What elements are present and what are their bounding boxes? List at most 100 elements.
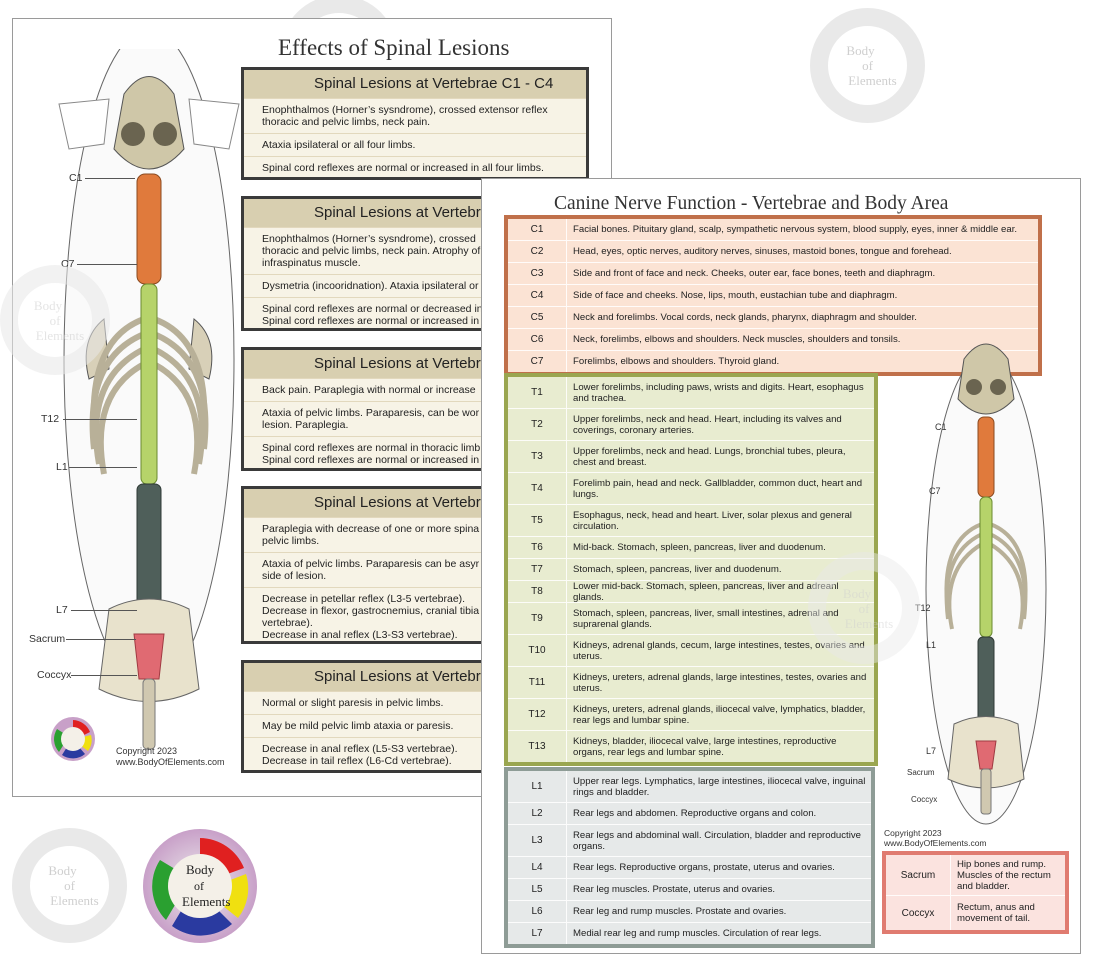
- table-row: T2 Upper forelimbs, neck and head. Heart,…: [508, 408, 874, 440]
- copyright-url: www.BodyOfElements.com: [116, 757, 225, 767]
- vertebra-description: Esophagus, neck, head and heart. Liver, …: [566, 505, 874, 536]
- table-row: T6 Mid-back. Stomach, spleen, pancreas, l…: [508, 536, 874, 558]
- section-row: Spinal cord reflexes are normal in thora…: [244, 436, 586, 471]
- section-row: Decrease in petellar reflex (L3-5 verteb…: [244, 587, 586, 646]
- vertebra-code: T9: [531, 613, 543, 624]
- vertebra-label: Coccyx: [37, 669, 72, 681]
- vertebra-description: Medial rear leg and rump muscles. Circul…: [566, 923, 871, 944]
- vertebra-description: Rectum, anus and movement of tail.: [950, 896, 1065, 930]
- vertebra-code: C6: [530, 334, 544, 345]
- watermark-text: of: [862, 58, 873, 73]
- canine-nerve-function-poster: Canine Nerve Function - Vertebrae and Bo…: [481, 178, 1081, 954]
- section-row: Spinal cord reflexes are normal or incre…: [244, 156, 586, 179]
- copyright: Copyright 2023 www.BodyOfElements.com: [884, 828, 987, 848]
- vertebra-code: T3: [531, 451, 543, 462]
- vertebra-description: Head, eyes, optic nerves, auditory nerve…: [566, 241, 1038, 262]
- vertebra-label: T12: [915, 603, 931, 613]
- vertebra-code: T10: [528, 645, 546, 656]
- vertebra-code: C1: [530, 224, 544, 235]
- leader-line: [63, 419, 137, 420]
- leader-line: [77, 264, 137, 265]
- vertebra-description: Mid-back. Stomach, spleen, pancreas, liv…: [566, 537, 874, 558]
- table-row: L3 Rear legs and abdominal wall. Circulat…: [508, 824, 871, 856]
- table-row: C7 Forelimbs, elbows and shoulders. Thyro…: [508, 350, 1038, 372]
- vertebra-description: Upper forelimbs, neck and head. Heart, i…: [566, 409, 874, 440]
- vertebra-code: Sacrum: [900, 869, 936, 881]
- copyright-year: Copyright 2023: [116, 746, 178, 756]
- vertebra-description: Lower mid-back. Stomach, spleen, pancrea…: [566, 581, 874, 603]
- vertebra-code: C7: [530, 356, 544, 367]
- vertebra-description: Upper forelimbs, neck and head. Lungs, b…: [566, 441, 874, 472]
- vertebra-description: Side and front of face and neck. Cheeks,…: [566, 263, 1038, 284]
- vertebra-description: Kidneys, adrenal glands, cecum, large in…: [566, 635, 874, 666]
- vertebra-code: L4: [531, 862, 543, 873]
- section-row: Back pain. Paraplegia with normal or inc…: [244, 378, 586, 401]
- section-row: Ataxia of pelvic limbs. Paraparesis can …: [244, 552, 586, 587]
- vertebra-code: T13: [528, 741, 546, 752]
- watermark-text: Elements: [848, 73, 897, 88]
- leader-line: [71, 610, 137, 611]
- watermark-text: of: [858, 600, 870, 616]
- vertebra-description: Facial bones. Pituitary gland, scalp, sy…: [566, 219, 1038, 240]
- vertebra-description: Rear legs and abdomen. Reproductive orga…: [566, 803, 871, 824]
- vertebra-code: L3: [531, 835, 543, 846]
- vertebra-label: C1: [935, 422, 947, 432]
- svg-text:of: of: [194, 879, 204, 893]
- vertebra-code: T7: [531, 564, 543, 575]
- vertebra-code: L6: [531, 906, 543, 917]
- vertebra-label: L7: [56, 604, 68, 616]
- copyright: Copyright 2023 www.BodyOfElements.com: [116, 746, 225, 768]
- vertebra-code: T2: [531, 419, 543, 430]
- section-row: Normal or slight paresis in pelvic limbs…: [244, 691, 586, 714]
- vertebra-label: L1: [56, 461, 68, 473]
- vertebra-description: Rear leg and rump muscles. Prostate and …: [566, 901, 871, 922]
- vertebra-description: Kidneys, ureters, adrenal glands, large …: [566, 667, 874, 698]
- table-row: T10 Kidneys, adrenal glands, cecum, large…: [508, 634, 874, 666]
- vertebra-code: C2: [530, 246, 544, 257]
- vertebra-description: Rear legs. Reproductive organs, prostate…: [566, 857, 871, 878]
- table-row: Sacrum Hip bones and rump. Muscles of the…: [886, 855, 1065, 895]
- table-row: T7 Stomach, spleen, pancreas, liver and d…: [508, 558, 874, 580]
- vertebra-code: T1: [531, 387, 543, 398]
- watermark-text: Elements: [35, 327, 85, 343]
- vertebra-code: C4: [530, 290, 544, 301]
- copyright-url: www.BodyOfElements.com: [884, 838, 987, 848]
- leader-line: [85, 178, 135, 179]
- vertebra-description: Stomach, spleen, pancreas, liver and duo…: [566, 559, 874, 580]
- dog-skeleton-illustration: [58, 49, 240, 750]
- vertebra-description: Hip bones and rump. Muscles of the rectu…: [950, 855, 1065, 895]
- dog-skeleton-illustration: [925, 343, 1047, 825]
- vertebra-code: Coccyx: [901, 907, 935, 919]
- section-row: Enophthalmos (Horner’s sysndrome), cross…: [244, 227, 586, 274]
- watermark-text: of: [64, 878, 75, 893]
- vertebra-description: Neck, forelimbs, elbows and shoulders. N…: [566, 329, 1038, 350]
- table-row: L4 Rear legs. Reproductive organs, prosta…: [508, 856, 871, 878]
- vertebra-label: C1: [69, 172, 83, 184]
- section-row: Spinal cord reflexes are normal or decre…: [244, 297, 586, 332]
- vertebra-description: Forelimb pain, head and neck. Gallbladde…: [566, 473, 874, 504]
- table-row: L6 Rear leg and rump muscles. Prostate an…: [508, 900, 871, 922]
- vertebra-code: T6: [531, 542, 543, 553]
- watermark-text: Body: [846, 43, 875, 58]
- vertebra-label: C7: [929, 486, 941, 496]
- vertebra-label: L1: [926, 640, 937, 650]
- vertebra-code: L5: [531, 884, 543, 895]
- vertebra-code: C3: [530, 268, 544, 279]
- vertebra-code: C5: [530, 312, 544, 323]
- vertebra-description: Forelimbs, elbows and shoulders. Thyroid…: [566, 351, 1038, 372]
- table-row: T13 Kidneys, bladder, iliocecal valve, la…: [508, 730, 874, 762]
- vertebra-description: Rear legs and abdominal wall. Circulatio…: [566, 825, 871, 856]
- section-row: Paraplegia with decrease of one or more …: [244, 517, 586, 552]
- vertebra-description: Kidneys, bladder, iliocecal valve, large…: [566, 731, 874, 762]
